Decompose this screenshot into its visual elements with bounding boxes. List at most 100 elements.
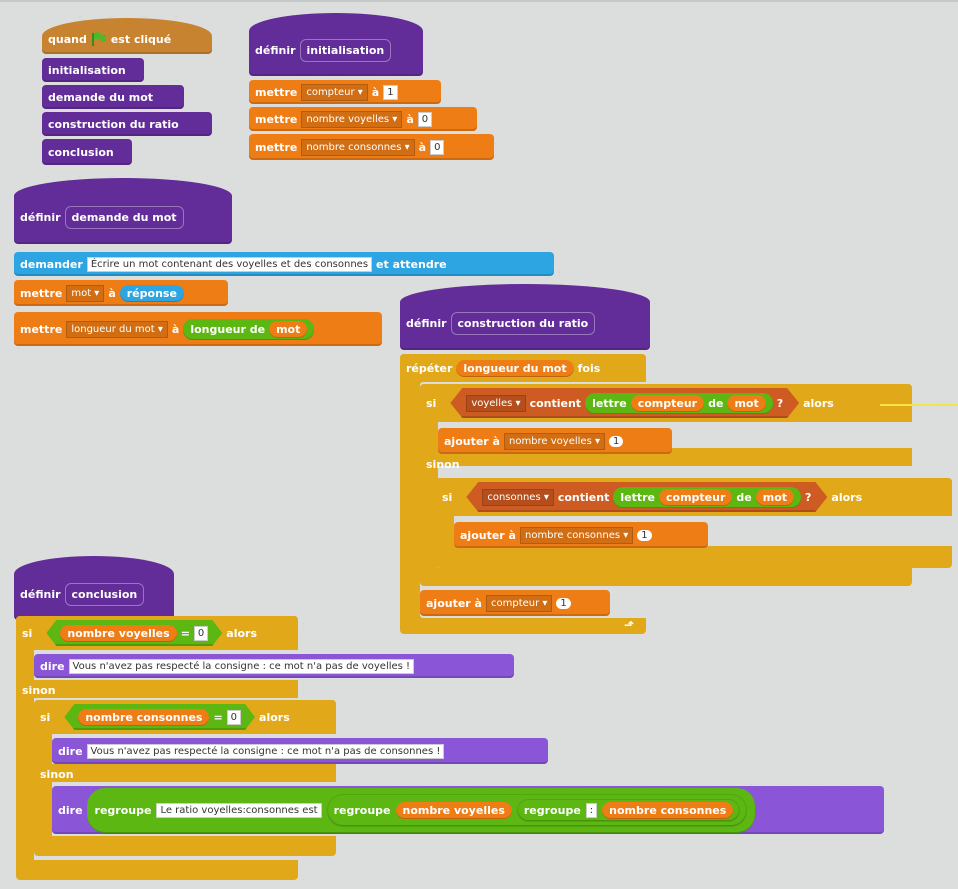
length-of-reporter[interactable]: longueur de mot	[183, 318, 315, 340]
when-flag-clicked-block[interactable]: quand est cliqué	[42, 18, 212, 54]
to-label: à	[371, 85, 380, 99]
change-consonnes-block[interactable]: ajouter à nombre consonnes 1	[454, 522, 708, 548]
nombre-consonnes-reporter[interactable]: nombre consonnes	[78, 709, 209, 726]
value-input[interactable]: 1	[383, 84, 398, 100]
equals-predicate[interactable]: nombre voyelles = 0	[46, 620, 222, 646]
message-input[interactable]: Vous n'avez pas respecté la consigne : c…	[68, 658, 415, 674]
list-dropdown[interactable]: consonnes	[482, 489, 554, 506]
if-consonnes-header[interactable]: si consonnes contient lettre compteur de…	[436, 478, 952, 516]
call-conclusion[interactable]: conclusion	[42, 139, 132, 165]
variable-dropdown[interactable]: nombre consonnes	[301, 138, 415, 156]
message-input[interactable]: Vous n'avez pas respecté la consigne : c…	[86, 743, 445, 759]
say-ratio-block[interactable]: dire regroupe Le ratio voyelles:consonne…	[52, 786, 884, 834]
equals-label: =	[180, 626, 190, 640]
say-label: dire	[40, 659, 65, 673]
variable-dropdown[interactable]: nombre voyelles	[301, 110, 403, 128]
call-construction-du-ratio[interactable]: construction du ratio	[42, 112, 212, 136]
nombre-voyelles-reporter[interactable]: nombre voyelles	[60, 625, 176, 642]
amount-input[interactable]: 1	[608, 435, 624, 447]
call-demande-du-mot[interactable]: demande du mot	[42, 85, 184, 109]
letter-label: lettre	[592, 396, 627, 410]
join-label: regroupe	[94, 803, 152, 817]
nombre-consonnes-reporter[interactable]: nombre consonnes	[602, 801, 734, 819]
green-flag-icon	[91, 32, 106, 46]
say-voyelles-block[interactable]: dire Vous n'avez pas respecté la consign…	[34, 654, 514, 678]
change-voyelles-block[interactable]: ajouter à nombre voyelles 1	[438, 428, 672, 454]
wait-label: et attendre	[376, 257, 447, 271]
amount-input[interactable]: 1	[556, 597, 571, 609]
change-compteur-block[interactable]: ajouter à compteur 1	[420, 590, 610, 616]
variable-dropdown[interactable]: compteur	[301, 83, 368, 101]
define-label: définir	[255, 44, 296, 57]
join-text-input[interactable]: Le ratio voyelles:consonnes est	[156, 802, 322, 818]
define-demande-du-mot-block[interactable]: définir demande du mot	[14, 178, 232, 244]
repeat-label: répéter	[406, 361, 453, 375]
say-consonnes-block[interactable]: dire Vous n'avez pas respecté la consign…	[52, 738, 548, 764]
variable-dropdown[interactable]: mot	[66, 284, 105, 302]
mot-reporter[interactable]: mot	[727, 395, 765, 412]
then-label: alors	[831, 490, 863, 504]
call-initialisation[interactable]: initialisation	[42, 58, 144, 82]
letter-of-reporter[interactable]: lettre compteur de mot	[585, 393, 773, 414]
then-label: alors	[803, 396, 834, 410]
separator-input[interactable]: :	[585, 802, 598, 818]
compare-value-input[interactable]: 0	[194, 626, 208, 641]
answer-reporter[interactable]: réponse	[119, 284, 184, 302]
contains-predicate[interactable]: consonnes contient lettre compteur de mo…	[466, 482, 827, 512]
define-initialisation-block[interactable]: définir initialisation	[249, 13, 423, 76]
mot-reporter[interactable]: mot	[269, 320, 308, 338]
letter-of-reporter[interactable]: lettre compteur de mot	[613, 487, 801, 508]
if-label: si	[40, 710, 51, 724]
variable-dropdown[interactable]: longueur du mot	[66, 320, 168, 338]
set-mot-block[interactable]: mettre mot à réponse	[14, 280, 228, 306]
if-voyelles-header[interactable]: si voyelles contient lettre compteur de …	[420, 384, 912, 422]
longueur-reporter[interactable]: longueur du mot	[456, 359, 574, 377]
of-label: de	[736, 490, 752, 504]
connector-line	[880, 404, 958, 406]
if-consonnes-zero-header[interactable]: si nombre consonnes = 0 alors	[34, 700, 336, 734]
compare-value-input[interactable]: 0	[227, 710, 241, 725]
procedure-name: demande du mot	[64, 205, 184, 229]
to-label: à	[171, 322, 180, 336]
call-label: demande du mot	[48, 90, 154, 104]
contains-label: contient	[557, 490, 610, 504]
nombre-voyelles-reporter[interactable]: nombre voyelles	[395, 801, 512, 819]
to-label: à	[418, 140, 427, 154]
else-label-row: sinon	[420, 456, 466, 472]
call-label: initialisation	[48, 63, 126, 77]
contains-predicate[interactable]: voyelles contient lettre compteur de mot…	[450, 388, 799, 418]
value-input[interactable]: 0	[430, 139, 445, 155]
set-longueur-block[interactable]: mettre longueur du mot à longueur de mot	[14, 312, 382, 346]
set-label: mettre	[20, 322, 63, 336]
compteur-reporter[interactable]: compteur	[659, 489, 732, 506]
define-construction-du-ratio-block[interactable]: définir construction du ratio	[400, 284, 650, 350]
variable-dropdown[interactable]: compteur	[485, 594, 553, 612]
question-mark: ?	[805, 490, 812, 504]
variable-dropdown[interactable]: nombre voyelles	[503, 432, 605, 450]
set-compteur-block[interactable]: mettre compteur à 1	[249, 80, 441, 104]
compteur-reporter[interactable]: compteur	[631, 395, 704, 412]
set-nombre-consonnes-block[interactable]: mettre nombre consonnes à 0	[249, 134, 494, 160]
join-reporter-innermost[interactable]: regroupe : nombre consonnes	[516, 798, 741, 822]
if-voyelles-zero-header[interactable]: si nombre voyelles = 0 alors	[16, 616, 298, 650]
if-label: si	[426, 396, 437, 410]
mot-reporter[interactable]: mot	[756, 489, 794, 506]
amount-input[interactable]: 1	[637, 529, 652, 541]
question-input[interactable]: Écrire un mot contenant des voyelles et …	[86, 256, 373, 272]
change-label: ajouter à	[426, 596, 482, 610]
question-mark: ?	[776, 396, 784, 410]
times-label: fois	[577, 361, 601, 375]
list-dropdown[interactable]: voyelles	[466, 395, 525, 412]
equals-predicate[interactable]: nombre consonnes = 0	[64, 704, 255, 730]
repeat-header[interactable]: répéter longueur du mot fois	[400, 354, 646, 382]
join-reporter-inner[interactable]: regroupe nombre voyelles regroupe : nomb…	[326, 793, 748, 827]
value-input[interactable]: 0	[417, 111, 433, 127]
join-reporter[interactable]: regroupe Le ratio voyelles:consonnes est…	[86, 787, 756, 833]
define-conclusion-block[interactable]: définir conclusion	[14, 556, 174, 620]
ask-and-wait-block[interactable]: demander Écrire un mot contenant des voy…	[14, 252, 554, 276]
set-nombre-voyelles-block[interactable]: mettre nombre voyelles à 0	[249, 107, 477, 131]
set-label: mettre	[255, 112, 298, 126]
else-label: sinon	[40, 767, 74, 781]
variable-dropdown[interactable]: nombre consonnes	[519, 526, 634, 544]
join-label: regroupe	[523, 803, 581, 817]
